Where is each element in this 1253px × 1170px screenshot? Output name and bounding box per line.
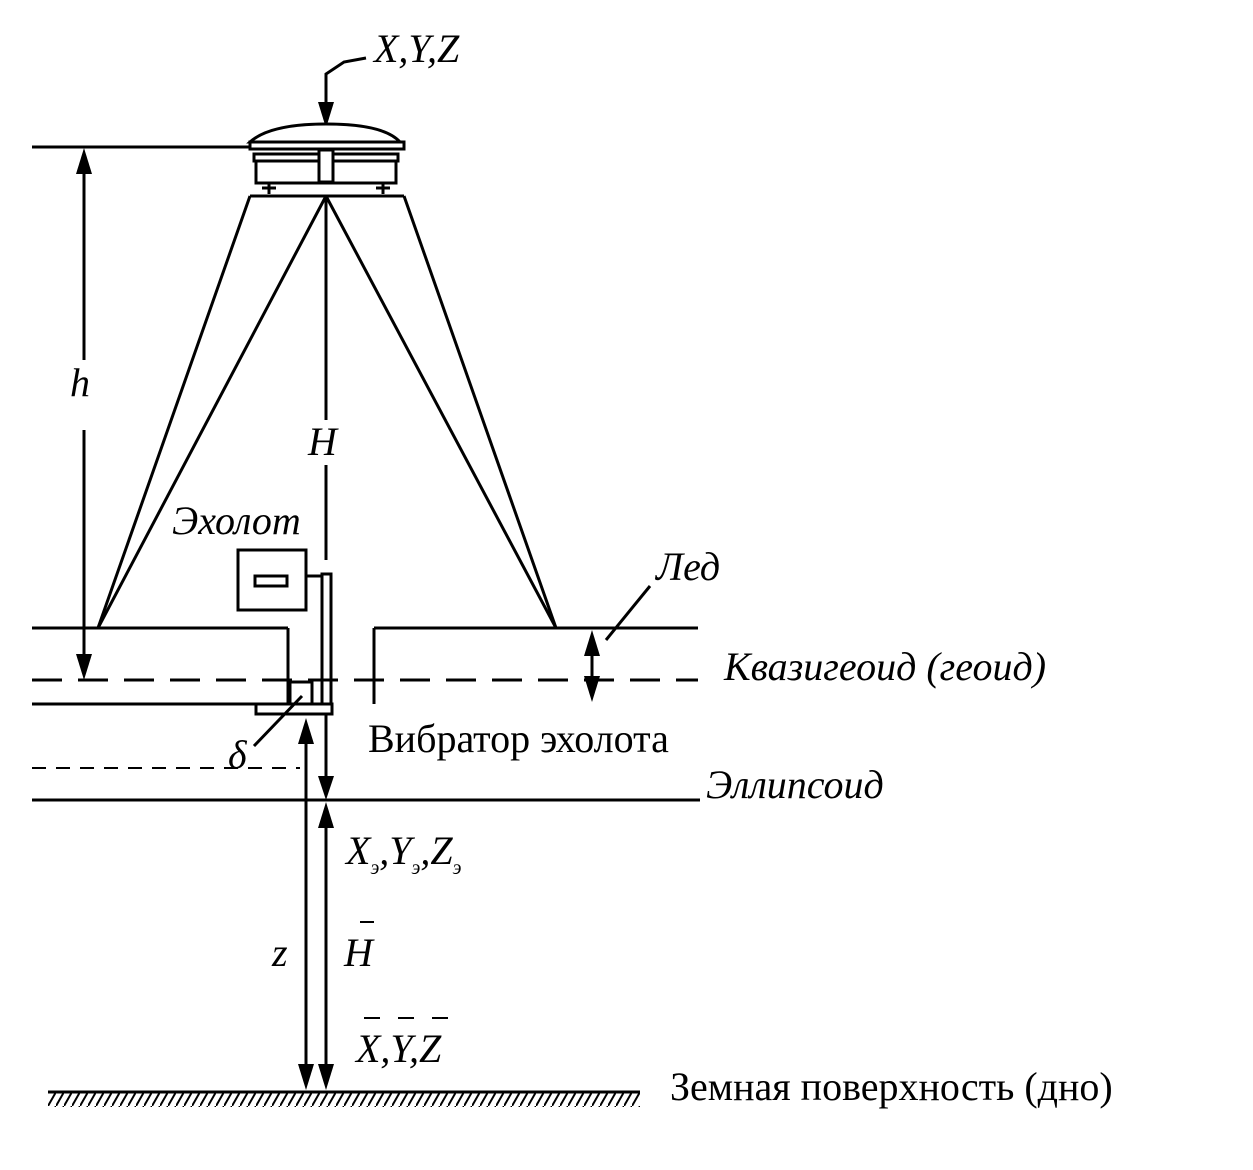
ice-thickness-arrow-down [584,676,600,702]
H-bar-label: H [343,930,375,975]
ellipsoid-coords-label: Xэ,Yэ,Zэ [344,828,462,879]
ice-layer [32,626,698,706]
tripod [96,195,558,629]
gnss-antenna-icon [246,122,406,198]
H-label: H [307,419,339,464]
z-arrow-up [298,718,314,744]
ice-pointer-line [604,585,652,641]
z-arrow-down [298,1064,314,1090]
ellipsoid-label: Эллипсоид [706,762,884,807]
h-arrow-down [76,654,92,680]
H-bar-arrow-up [318,802,334,828]
quasigeoid-label: Квазигеоид (геоид) [723,644,1046,689]
delta-pointer-line [252,694,304,748]
seabed-hatching [48,1093,640,1107]
receiver-pointer-line [324,56,367,104]
ice-thickness-arrow-up [584,630,600,656]
ice-label: Лед [654,544,720,589]
delta-label: δ [228,732,248,777]
receiver-coords-label: X,Y,Z [372,26,460,71]
echo-sounder-label: Эхолот [172,498,301,543]
seabed-label: Земная поверхность (дно) [670,1064,1113,1109]
h-label: h [70,360,90,405]
receiver-arrowhead [318,102,334,128]
H-bar-arrow-down [318,1064,334,1090]
bottom-coords-label: X,Y,Z [354,1026,442,1071]
vibrator-label: Вибратор эхолота [368,716,669,761]
H-arrow-down [318,776,334,800]
h-arrow-up [76,148,92,174]
echo-sounder-icon [236,548,333,716]
z-label: z [271,930,288,975]
